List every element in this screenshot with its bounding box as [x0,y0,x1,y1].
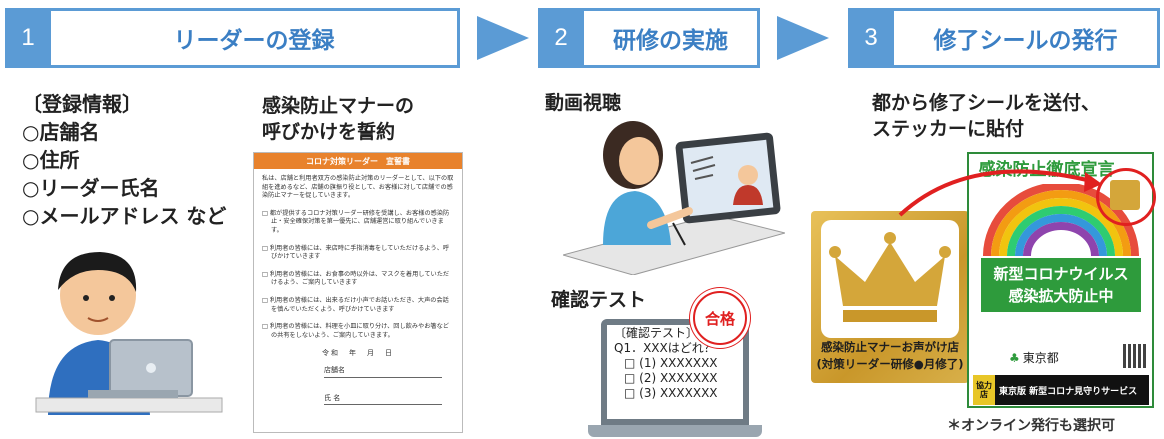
issuance-heading: 都から修了シールを送付、 ステッカーに貼付 [872,90,1100,142]
step-1-header: 1 リーダーの登録 [5,8,460,68]
step-1-title: リーダーの登録 [51,8,460,68]
registration-item: ○住所 [22,148,80,172]
step-arrow-1 [477,16,529,60]
ginkgo-icon: ♣ [1009,350,1020,365]
pledge-item: □ 都が提供するコロナ対策リーダー研修を受講し、お客様の感染防止・安全確保対策を… [262,209,450,234]
pledge-intro: 私は、店舗と利用者双方の感染防止対策のリーダーとして、以下の取組を進めるなど、店… [262,175,454,200]
sticker-title: 感染防止徹底宣言 [978,159,1115,180]
registration-heading: 〔登録情報〕 [22,92,142,116]
quiz-title: 〔確認テスト〕 [614,326,699,340]
person-laptop-illustration [35,252,223,415]
step-3-number: 3 [848,8,894,68]
step-2-number: 2 [538,8,584,68]
video-label: 動画視聴 [545,92,622,114]
sticker-city-label: 東京都 [1022,351,1059,365]
sticker-badge: 協力店 [973,375,995,405]
pledge-item: □ 利用者の皆様には、出来るだけ小声でお話いただき、大声の会話を慎んでいただくよ… [262,296,449,313]
completion-seal: 感染防止マナーお声がけ店 (対策リーダー研修●月修了) [811,211,969,383]
curved-arrow-icon [898,169,1102,217]
step-3-header: 3 修了シールの発行 [848,8,1160,68]
pledge-item: □ 利用者の皆様には、料理を小皿に取り分け、回し飲みやお箸などの共有をしないよう… [262,323,449,339]
registration-item: ○店舗名 [22,120,100,144]
seal-caption: 感染防止マナーお声がけ店 (対策リーダー研修●月修了) [811,339,969,373]
pledge-store-line: 店舗名 [324,366,442,378]
seal-caption-line2: (対策リーダー研修●月修了) [816,357,964,371]
sticker-green-line1: 新型コロナウイルス [993,265,1129,283]
quiz-laptop-base [588,425,762,437]
step-1-number: 1 [5,8,51,68]
pledge-document: コロナ対策リーダー 宣誓書 私は、店舗と利用者双方の感染防止対策のリーダーとして… [253,152,463,433]
online-note: ＊オンライン発行も選択可 [947,418,1115,434]
rainbow-icon [983,184,1139,256]
quiz-option: □ (3) XXXXXXX [624,386,718,400]
issuance-heading-line1: 都から修了シールを送付、 [872,92,1101,114]
quiz-content: 〔確認テスト〕 Q1．XXXはどれ？ □ (1) XXXXXXX □ (2) X… [614,326,718,401]
seal-inner [821,220,959,338]
pledge-name-line: 氏 名 [324,394,442,406]
registration-item: ○メールアドレス など [22,204,227,228]
pledge-item: □ 利用者の皆様には、来店時に手指消毒をしていただけるよう、呼びかけていきます [262,244,450,261]
pledge-heading-line2: 呼びかけを誓約 [262,121,396,143]
quiz-question: Q1．XXXはどれ？ [614,341,716,355]
step-arrow-2 [777,16,829,60]
registration-info: 〔登録情報〕 ○店舗名 ○住所 ○リーダー氏名 ○メールアドレス など [22,90,226,230]
issuance-heading-line2: ステッカーに貼付 [872,118,1025,140]
sticker-green-line2: 感染拡大防止中 [1008,287,1114,305]
step-2-header: 2 研修の実施 [538,8,760,68]
step-2-title: 研修の実施 [584,8,760,68]
sticker-green-panel: 新型コロナウイルス 感染拡大防止中 [981,258,1141,312]
crown-icon [829,232,951,322]
pass-stamp: 合格 [693,291,747,345]
step-3-title: 修了シールの発行 [894,8,1160,68]
sticker-service-label: 東京版 新型コロナ見守りサービス [999,386,1138,397]
quiz-option: □ (1) XXXXXXX [624,356,718,370]
sticker-city: ♣ 東京都 [1009,349,1059,366]
qr-code-icon [1123,344,1147,368]
quiz-option: □ (2) XXXXXXX [624,371,718,385]
test-label: 確認テスト [551,289,647,311]
pledge-doc-title: コロナ対策リーダー 宣誓書 [254,153,462,169]
registration-item: ○リーダー氏名 [22,176,160,200]
pledge-heading: 感染防止マナーの 呼びかけを誓約 [262,93,414,145]
pledge-item: □ 利用者の皆様には、お食事の時以外は、マスクを着用していただけるよう、ご案内し… [262,270,450,287]
sticker-service-bar: 協力店 東京版 新型コロナ見守りサービス [973,375,1149,405]
pledge-date: 令和 年 月 日 [322,349,394,358]
pledge-heading-line1: 感染防止マナーの [262,95,415,117]
video-watching-illustration [563,121,785,275]
seal-highlight-circle [1096,168,1156,226]
seal-caption-line1: 感染防止マナーお声がけ店 [821,340,959,354]
